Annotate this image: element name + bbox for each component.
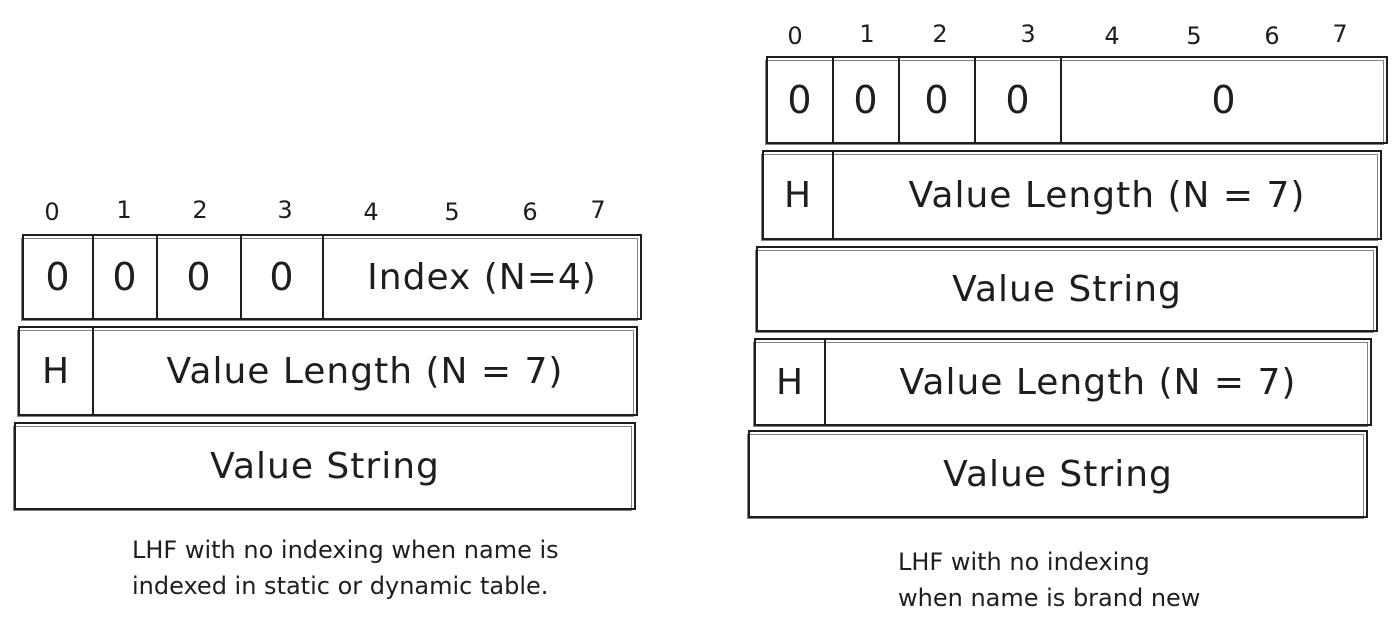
left-bit-label-3: 3 bbox=[277, 196, 293, 224]
right-caption-line-1: LHF with no indexing bbox=[898, 548, 1150, 576]
left-huffman-flag: H bbox=[20, 328, 94, 414]
left-value-length-field: Value Length (N = 7) bbox=[166, 350, 564, 392]
left-bit-label-0: 0 bbox=[44, 198, 60, 226]
right-bit-label-1: 1 bbox=[859, 20, 875, 48]
left-bit-label-6: 6 bbox=[522, 198, 538, 226]
right-bit-label-2: 2 bbox=[932, 20, 948, 48]
right-bit-label-7: 7 bbox=[1332, 20, 1348, 48]
right-row-name-length: H Value Length (N = 7) bbox=[761, 150, 1382, 241]
left-row-index: 0 0 0 0 Index (N=4) bbox=[21, 234, 642, 321]
right-row-value-length: H Value Length (N = 7) bbox=[753, 338, 1372, 427]
right-bit-label-5: 5 bbox=[1186, 22, 1202, 50]
left-bit-cell-3: 0 bbox=[242, 236, 324, 318]
right-name-string-field: Value String bbox=[952, 268, 1182, 310]
right-caption-line-2: when name is brand new bbox=[898, 584, 1201, 612]
left-bit-cell-2: 0 bbox=[158, 236, 242, 318]
right-bit-cell-2: 0 bbox=[900, 58, 976, 142]
left-bit-label-2: 2 bbox=[192, 196, 208, 224]
left-bit-label-5: 5 bbox=[444, 198, 460, 226]
right-bit-cell-3: 0 bbox=[976, 58, 1062, 142]
right-row-prefix: 0 0 0 0 0 bbox=[765, 56, 1388, 145]
right-bit-label-4: 4 bbox=[1104, 22, 1120, 50]
right-bit-cell-1: 0 bbox=[834, 58, 900, 142]
left-index-field: Index (N=4) bbox=[367, 256, 597, 298]
right-bit-label-6: 6 bbox=[1264, 22, 1280, 50]
left-caption-line-1: LHF with no indexing when name is bbox=[132, 536, 559, 564]
right-caption: LHF with no indexing when name is brand … bbox=[898, 544, 1200, 616]
right-bit-label-3: 3 bbox=[1020, 20, 1036, 48]
left-bit-label-7: 7 bbox=[590, 196, 606, 224]
left-row-value-length: H Value Length (N = 7) bbox=[17, 326, 638, 417]
right-row-value-string: Value String bbox=[747, 430, 1368, 519]
right-row-name-string: Value String bbox=[755, 246, 1378, 333]
left-row-value-string: Value String bbox=[13, 422, 636, 511]
right-bit-cell-0: 0 bbox=[768, 58, 834, 142]
right-name-huffman-flag: H bbox=[764, 152, 834, 238]
left-caption-line-2: indexed in static or dynamic table. bbox=[132, 572, 549, 600]
right-value-length-field: Value Length (N = 7) bbox=[899, 361, 1297, 403]
left-bit-label-4: 4 bbox=[363, 198, 379, 226]
right-name-length-field: Value Length (N = 7) bbox=[908, 174, 1306, 216]
left-value-string-field: Value String bbox=[210, 445, 440, 487]
left-bit-label-1: 1 bbox=[116, 196, 132, 224]
left-bit-cell-0: 0 bbox=[24, 236, 94, 318]
left-bit-cell-1: 0 bbox=[94, 236, 158, 318]
right-zero-field: 0 bbox=[1211, 78, 1237, 122]
left-caption: LHF with no indexing when name is indexe… bbox=[132, 532, 559, 604]
right-value-huffman-flag: H bbox=[756, 340, 826, 424]
right-value-string-field: Value String bbox=[943, 453, 1173, 495]
right-bit-label-0: 0 bbox=[787, 22, 803, 50]
